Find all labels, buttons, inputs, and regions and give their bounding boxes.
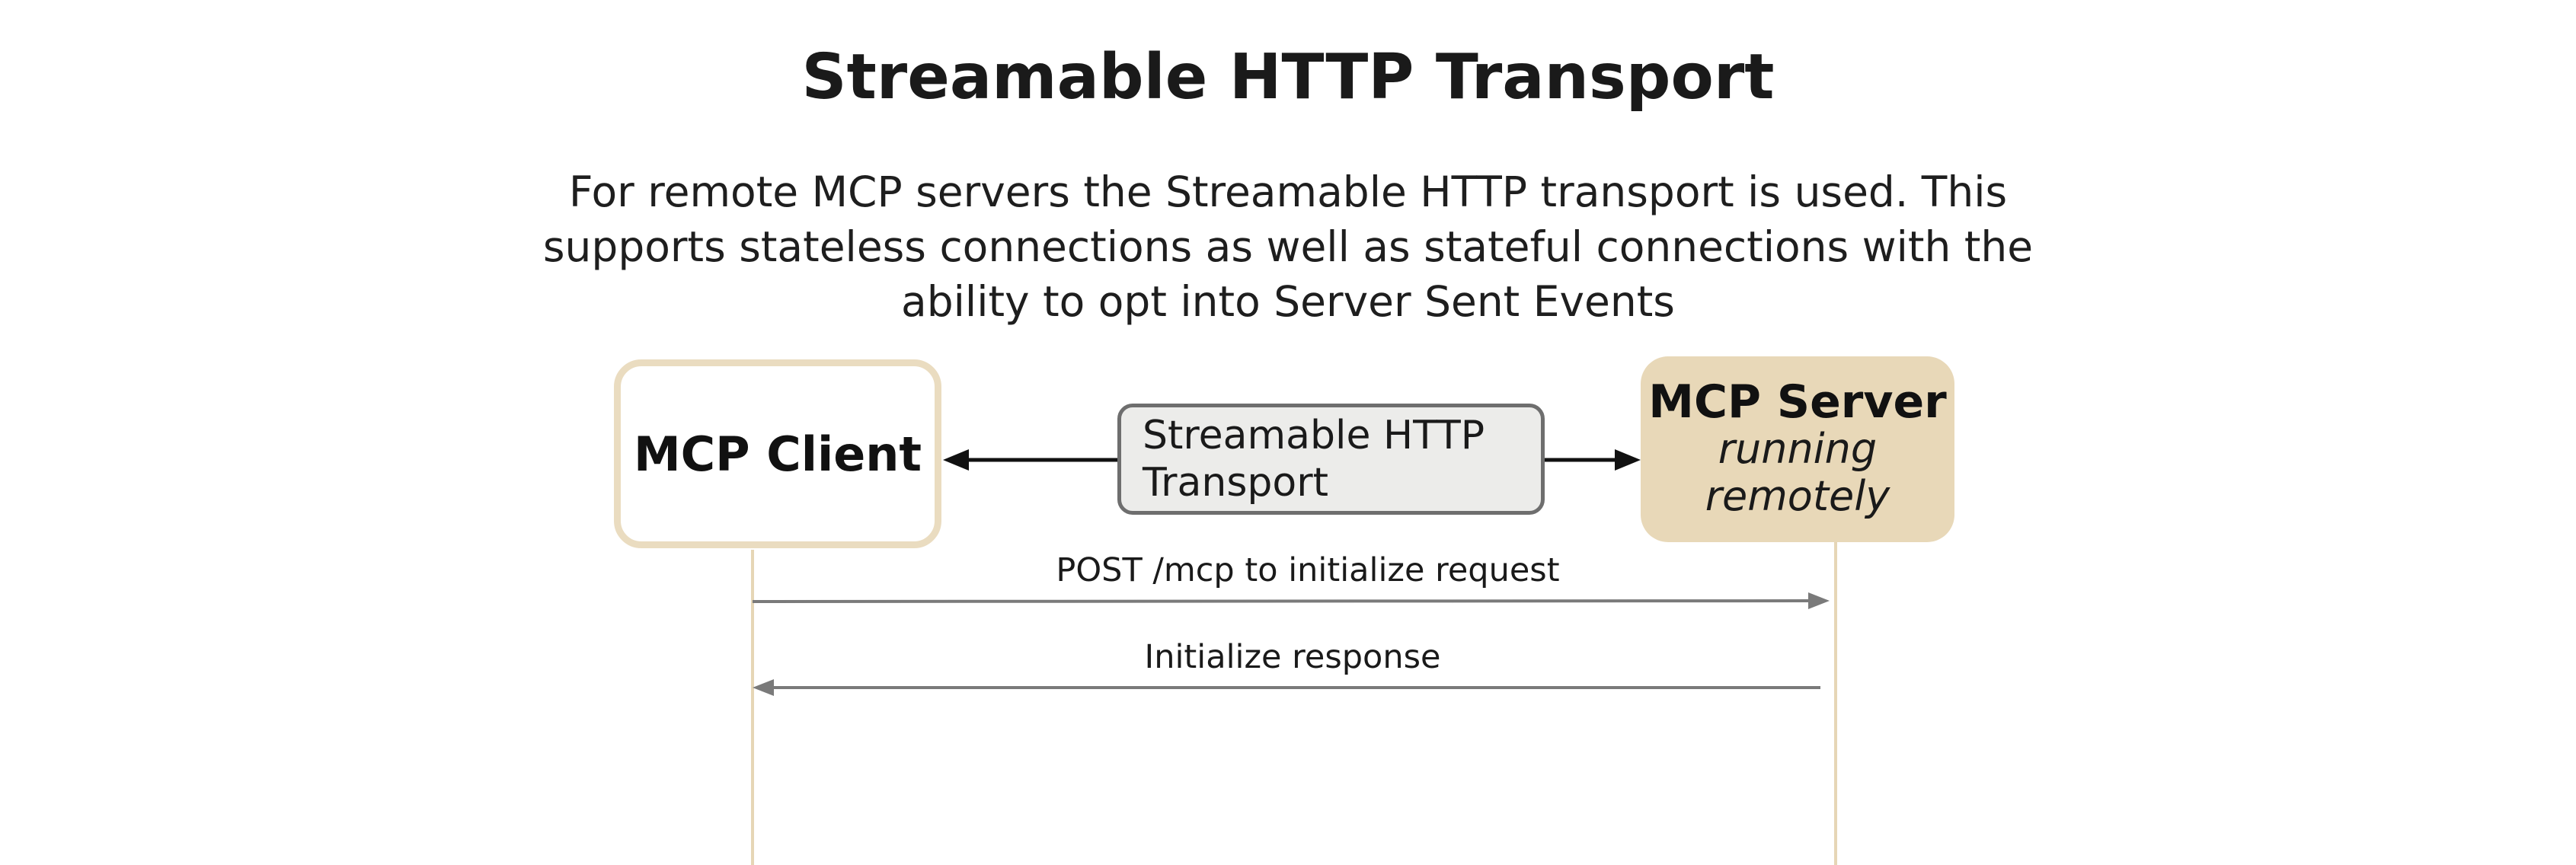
transport-label-line-1: Streamable HTTP	[1143, 413, 1485, 458]
transport-label-line-2: Transport	[1143, 460, 1329, 506]
mcp-server-label: MCP Server	[1648, 375, 1947, 429]
message-2-label: Initialize response	[1144, 638, 1441, 676]
message-1-arrow-line	[752, 599, 1811, 603]
mcp-server-sub-line-1: running	[1718, 425, 1878, 473]
description: For remote MCP servers the Streamable HT…	[457, 164, 2119, 329]
description-line-1: For remote MCP servers the Streamable HT…	[568, 168, 2008, 216]
transport-to-client-arrowhead	[943, 449, 969, 471]
transport-to-server-arrowhead	[1615, 449, 1641, 471]
page-title: Streamable HTTP Transport	[801, 41, 1775, 113]
mcp-server-box: MCP Server running remotely	[1641, 356, 1954, 542]
message-2-arrowhead	[753, 679, 774, 696]
message-1-label: POST /mcp to initialize request	[1056, 551, 1560, 589]
mcp-server-sub-line-2: remotely	[1705, 472, 1890, 520]
description-line-3: ability to opt into Server Sent Events	[901, 277, 1675, 326]
description-line-2: supports stateless connections as well a…	[542, 222, 2034, 271]
mcp-client-box: MCP Client	[614, 359, 941, 548]
mcp-client-label: MCP Client	[633, 426, 922, 482]
transport-box: Streamable HTTP Transport	[1117, 404, 1545, 515]
message-1-arrowhead	[1808, 592, 1830, 609]
